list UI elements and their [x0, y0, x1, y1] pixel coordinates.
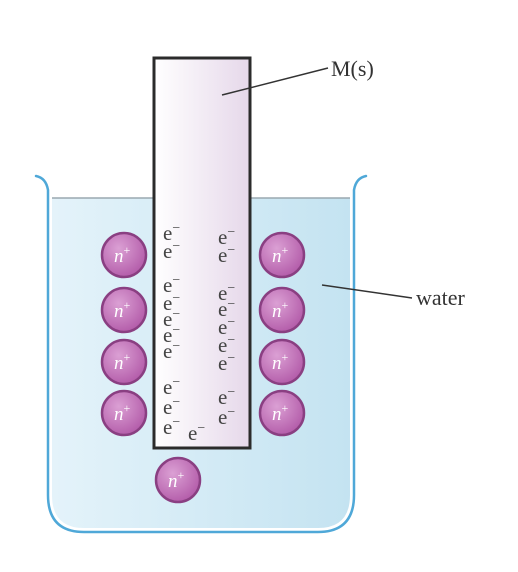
electrode-leader-line — [221, 67, 329, 96]
ion-circle — [258, 286, 306, 334]
ion-circle — [100, 389, 148, 437]
metal-ion: n+ — [100, 286, 148, 334]
electron: e− — [188, 421, 205, 445]
metal-ion: n+ — [258, 338, 306, 386]
ion-circle — [258, 231, 306, 279]
metal-ion: n+ — [154, 456, 202, 504]
electron: e− — [218, 405, 235, 429]
electron: e− — [163, 307, 180, 331]
ion-symbol: n+ — [272, 298, 289, 322]
ion-symbol: n+ — [114, 350, 131, 374]
electron: e− — [218, 385, 235, 409]
electron: e− — [163, 291, 180, 315]
ion-circle — [100, 338, 148, 386]
ion-symbol: n+ — [114, 401, 131, 425]
ion-circle — [154, 456, 202, 504]
metal-ion: n+ — [258, 286, 306, 334]
electron: e− — [218, 333, 235, 357]
electron: e− — [218, 297, 235, 321]
ion-circle — [100, 231, 148, 279]
ion-symbol: n+ — [114, 298, 131, 322]
metal-ion: n+ — [258, 231, 306, 279]
electrode-label: M(s) — [331, 56, 374, 81]
electron: e− — [163, 375, 180, 399]
electron: e− — [163, 395, 180, 419]
electron: e− — [218, 351, 235, 375]
electron: e− — [163, 273, 180, 297]
ion-circle — [100, 286, 148, 334]
electron: e− — [163, 415, 180, 439]
ion-symbol: n+ — [114, 243, 131, 267]
beaker — [34, 174, 368, 534]
electron: e− — [163, 323, 180, 347]
metal-ion: n+ — [100, 389, 148, 437]
electron-group: e−e−e−e−e−e−e−e−e−e−e−e−e−e−e−e−e−e−e−e− — [163, 221, 235, 445]
ion-symbol: n+ — [272, 350, 289, 374]
electron: e− — [163, 239, 180, 263]
ion-symbol: n+ — [168, 468, 185, 492]
metal-ion: n+ — [100, 338, 148, 386]
electron: e− — [218, 315, 235, 339]
metal-electrode — [152, 56, 252, 450]
water-leader-line — [321, 284, 413, 299]
electron: e− — [218, 243, 235, 267]
electron: e− — [163, 221, 180, 245]
ion-symbol: n+ — [272, 243, 289, 267]
electron: e− — [218, 281, 235, 305]
ion-circle — [258, 389, 306, 437]
electron: e− — [218, 225, 235, 249]
ion-symbol: n+ — [272, 401, 289, 425]
water-label: water — [416, 285, 466, 310]
electron: e− — [163, 339, 180, 363]
ion-group: n+ n+ n+ n+ n+ n+ n+ n+ n+ — [100, 231, 306, 504]
metal-ion: n+ — [258, 389, 306, 437]
metal-ion: n+ — [100, 231, 148, 279]
ion-circle — [258, 338, 306, 386]
